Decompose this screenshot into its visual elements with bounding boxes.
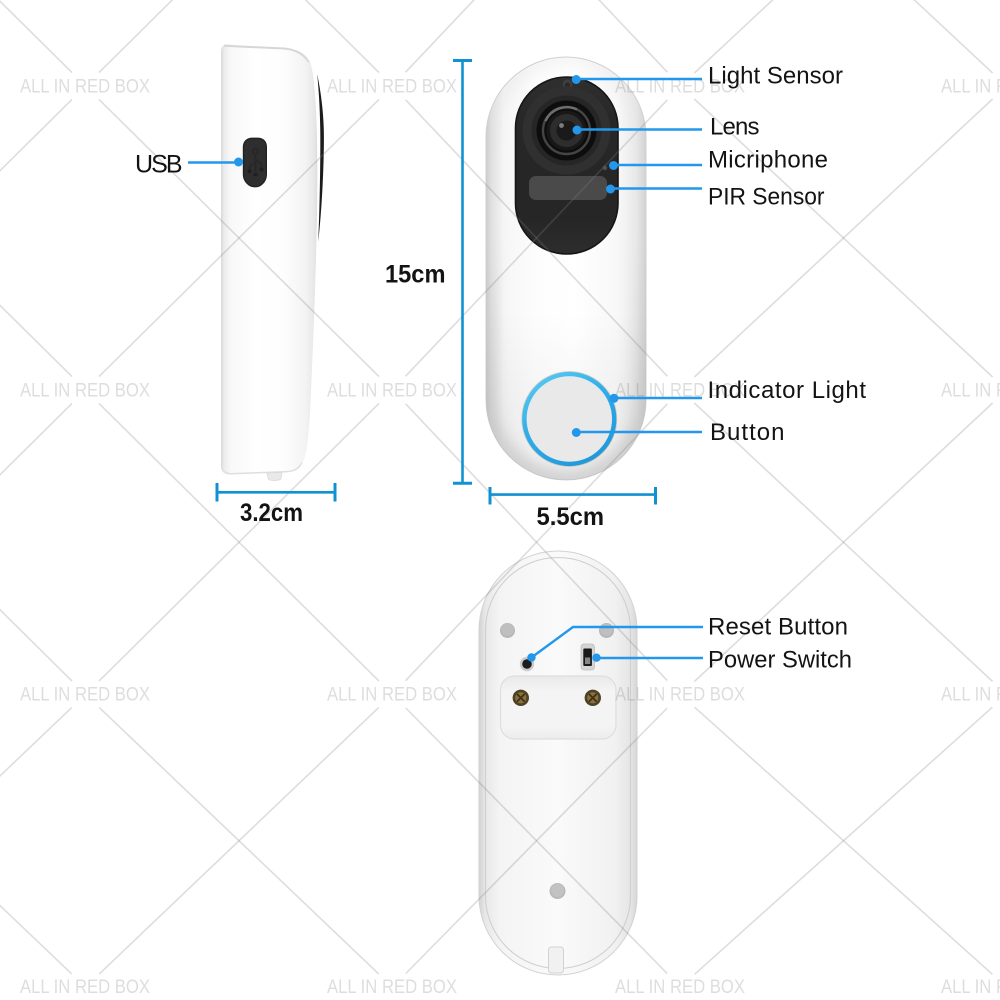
svg-text:ALL IN RED BOX: ALL IN RED BOX bbox=[20, 685, 150, 706]
svg-text:ALL IN RED BOX: ALL IN RED BOX bbox=[20, 381, 150, 402]
svg-text:USB: USB bbox=[135, 151, 183, 179]
svg-text:Indicator Light: Indicator Light bbox=[708, 377, 867, 404]
svg-text:ALL IN RED BOX: ALL IN RED BOX bbox=[615, 77, 745, 98]
svg-text:15cm: 15cm bbox=[385, 261, 446, 289]
svg-text:ALL IN RED BOX: ALL IN RED BOX bbox=[615, 381, 745, 402]
svg-text:ALL IN RED BOX: ALL IN RED BOX bbox=[941, 685, 1000, 706]
svg-text:ALL IN RED BOX: ALL IN RED BOX bbox=[615, 685, 745, 706]
svg-text:Micriphone: Micriphone bbox=[708, 147, 828, 174]
svg-text:3.2cm: 3.2cm bbox=[240, 499, 303, 527]
svg-text:5.5cm: 5.5cm bbox=[537, 503, 605, 531]
svg-text:Lens: Lens bbox=[710, 114, 760, 141]
svg-text:ALL IN RED BOX: ALL IN RED BOX bbox=[327, 77, 457, 98]
svg-text:ALL IN RED BOX: ALL IN RED BOX bbox=[20, 77, 150, 98]
svg-text:Power Switch: Power Switch bbox=[708, 647, 852, 674]
svg-text:Light Sensor: Light Sensor bbox=[708, 63, 843, 90]
svg-text:Button: Button bbox=[710, 419, 785, 446]
svg-text:ALL IN RED BOX: ALL IN RED BOX bbox=[941, 381, 1000, 402]
svg-text:ALL IN RED BOX: ALL IN RED BOX bbox=[327, 685, 457, 706]
svg-text:ALL IN RED BOX: ALL IN RED BOX bbox=[615, 977, 745, 998]
svg-text:ALL IN RED BOX: ALL IN RED BOX bbox=[20, 977, 150, 998]
svg-text:ALL IN RED BOX: ALL IN RED BOX bbox=[327, 977, 457, 998]
svg-text:Reset Button: Reset Button bbox=[708, 614, 848, 641]
svg-text:ALL IN RED BOX: ALL IN RED BOX bbox=[327, 381, 457, 402]
svg-text:PIR Sensor: PIR Sensor bbox=[708, 184, 825, 211]
svg-text:ALL IN RED BOX: ALL IN RED BOX bbox=[941, 77, 1000, 98]
svg-text:ALL IN RED BOX: ALL IN RED BOX bbox=[941, 977, 1000, 998]
